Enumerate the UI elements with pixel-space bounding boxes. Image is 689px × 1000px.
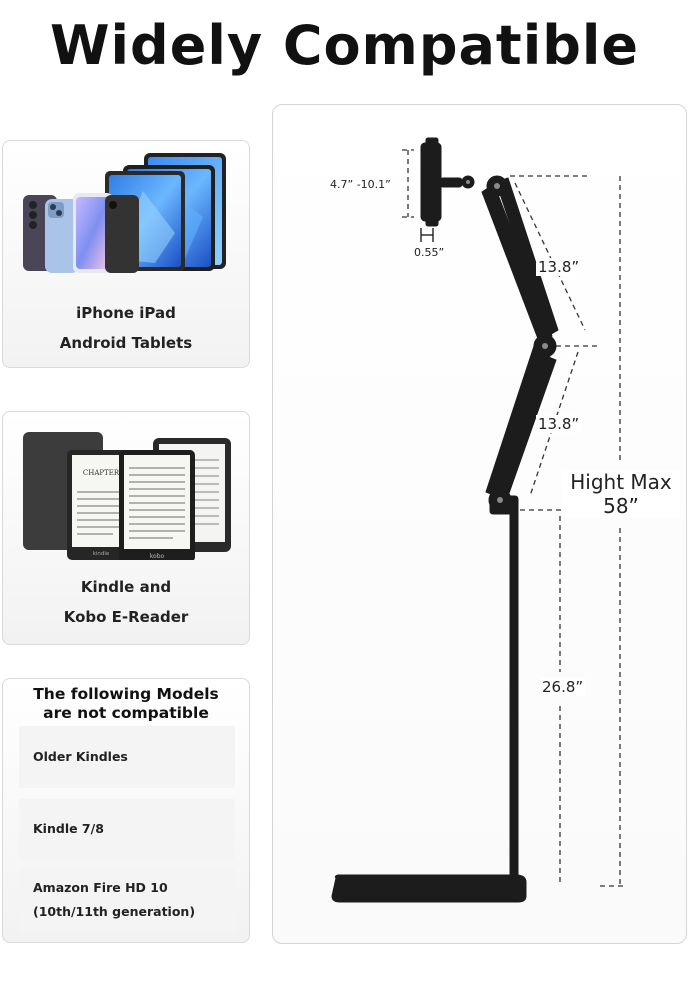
clamp-range-label: 4.7” -10.1” [330,178,391,191]
model-row-subtext: (10th/11th generation) [33,904,196,919]
lower-arm-label: 13.8” [536,415,582,433]
max-height-label-line-1: Hight Max [570,470,672,494]
ereaders-caption-1: Kindle and [80,578,172,596]
model-row-text: Older Kindles [33,749,128,764]
clamp-depth-bracket [420,228,434,242]
page-headline: Widely Compatible [49,14,640,77]
card-phones-tablets: iPhone iPad Android Tablets [2,140,250,368]
not-compatible-title: The following Models are not compatible [3,685,249,723]
clamp-depth-label: 0.55” [414,246,445,259]
upper-arm-label: 13.8” [536,258,582,276]
model-row: Amazon Fire HD 10 (10th/11th generation) [19,869,235,931]
stand-joint-screws [466,180,548,503]
floor-stand [331,137,559,903]
max-height-label: Hight Max 58” [562,470,680,518]
model-row: Older Kindles [19,726,235,788]
ereaders-image: CHAPTER kindle kobo [23,432,231,560]
card-ereaders: CHAPTER kindle kobo Kindle and Kobo E-Re… [2,411,250,645]
phones-tablets-image [23,153,226,273]
card-not-compatible: The following Models are not compatible … [2,678,250,943]
max-height-label-line-2: 58” [603,494,639,518]
model-row: Kindle 7/8 [19,799,235,859]
model-row-text: Amazon Fire HD 10 [33,880,168,895]
not-compatible-title-line-1: The following Models [33,685,219,703]
stand-panel [272,104,687,944]
not-compatible-title-line-2: are not compatible [43,704,209,722]
ereaders-caption-2: Kobo E-Reader [63,608,189,626]
phones-tablets-caption-2: Android Tablets [59,334,193,352]
kindle-brand-label: kindle [93,551,110,557]
kindle-screen-heading: CHAPTER [83,469,120,477]
pole-height-label: 26.8” [540,678,586,696]
kobo-brand-label: kobo [150,553,165,560]
phones-tablets-caption-1: iPhone iPad [76,304,176,322]
model-row-text: Kindle 7/8 [33,821,104,836]
